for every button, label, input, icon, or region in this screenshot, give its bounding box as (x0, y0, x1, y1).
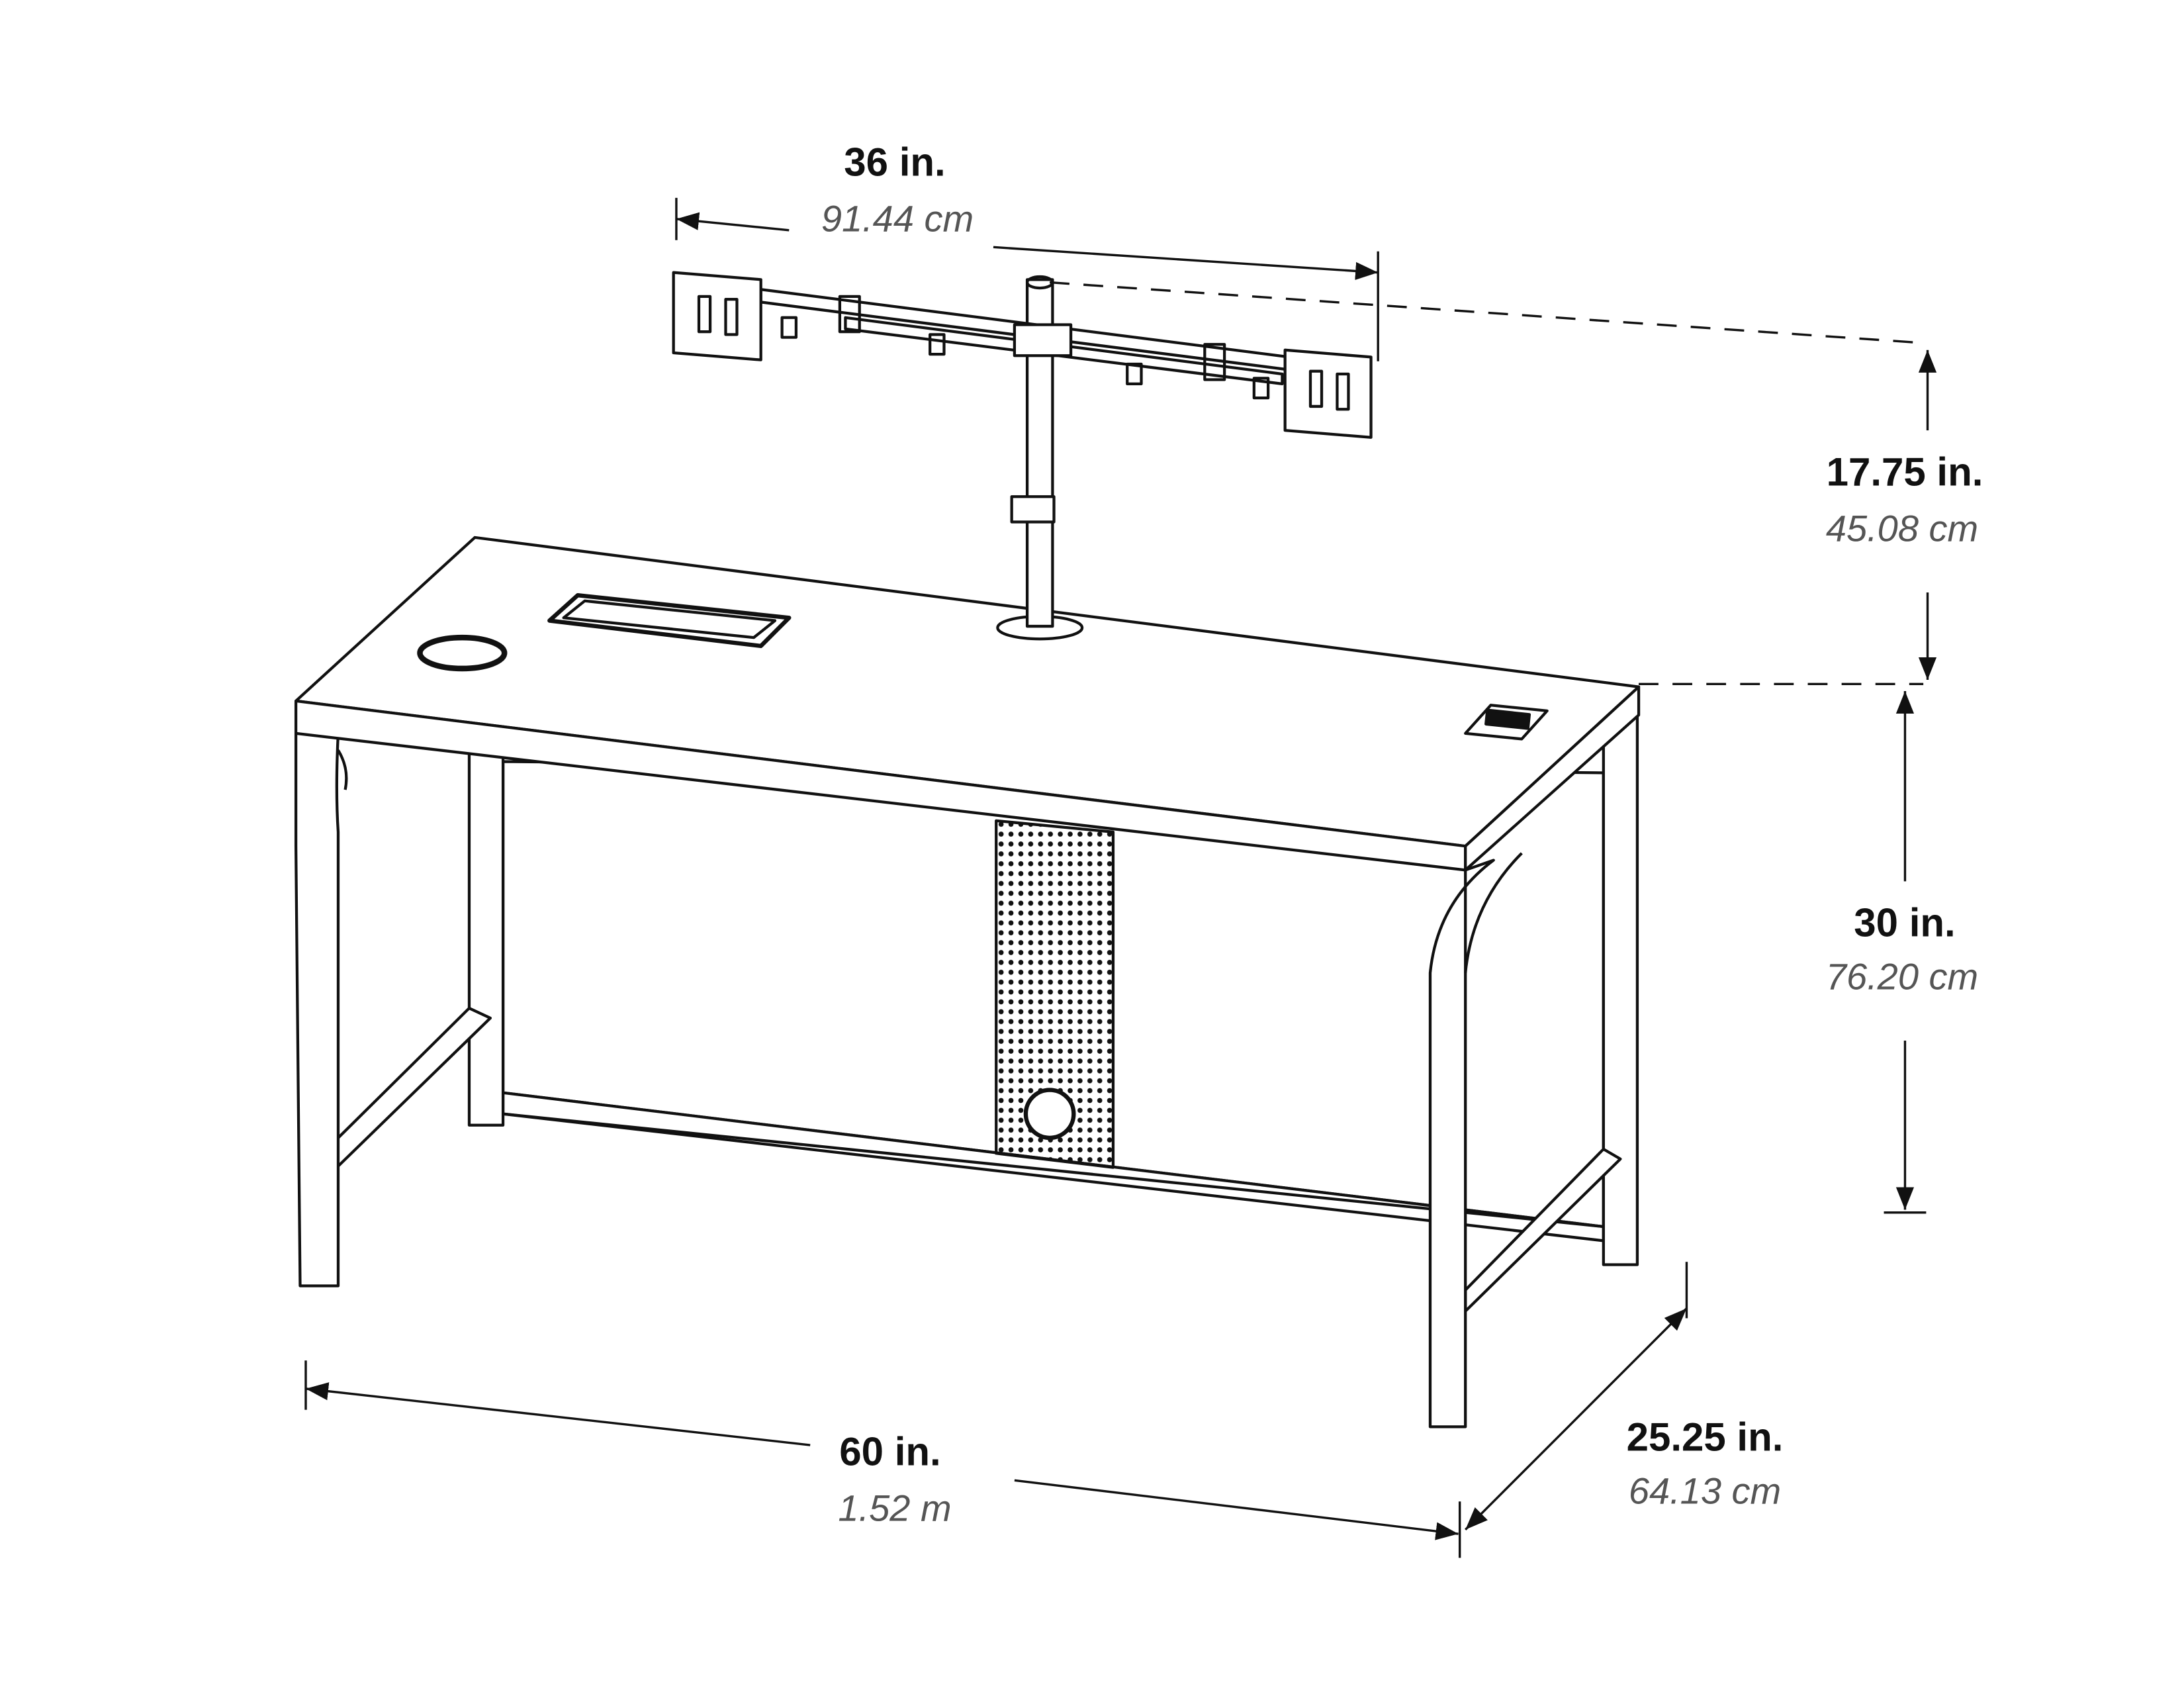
back-legs (467, 710, 1639, 1266)
vesa-plate-left (672, 271, 762, 361)
vesa-plate-right (1283, 348, 1373, 439)
desk-top (294, 536, 1641, 872)
monitor-arm (672, 271, 1373, 641)
front-legs (294, 731, 1523, 1429)
arm-height-imperial: 17.75 in. (1826, 449, 1983, 494)
desk-height-imperial: 30 in. (1854, 900, 1956, 945)
desk-width-metric: 1.52 m (838, 1487, 952, 1529)
dimension-lines (304, 197, 1937, 1558)
round-grommet (417, 634, 508, 672)
power-outlet (1464, 704, 1549, 741)
cable-grommet (1023, 1088, 1076, 1141)
arm-height-metric: 45.08 cm (1825, 507, 1979, 549)
arm-width-imperial: 36 in. (844, 140, 946, 185)
desk-depth-imperial: 25.25 in. (1626, 1415, 1784, 1460)
desk-depth-metric: 64.13 cm (1628, 1470, 1782, 1512)
rectangular-grommet (547, 593, 792, 649)
left-stretcher (332, 1006, 492, 1172)
perforated-cable-panel (995, 819, 1115, 1169)
desk-height-metric: 76.20 cm (1825, 955, 1979, 998)
desk-width-imperial: 60 in. (839, 1429, 941, 1474)
arm-width-metric: 91.44 cm (821, 197, 974, 240)
modesty-panel (501, 760, 1605, 1243)
